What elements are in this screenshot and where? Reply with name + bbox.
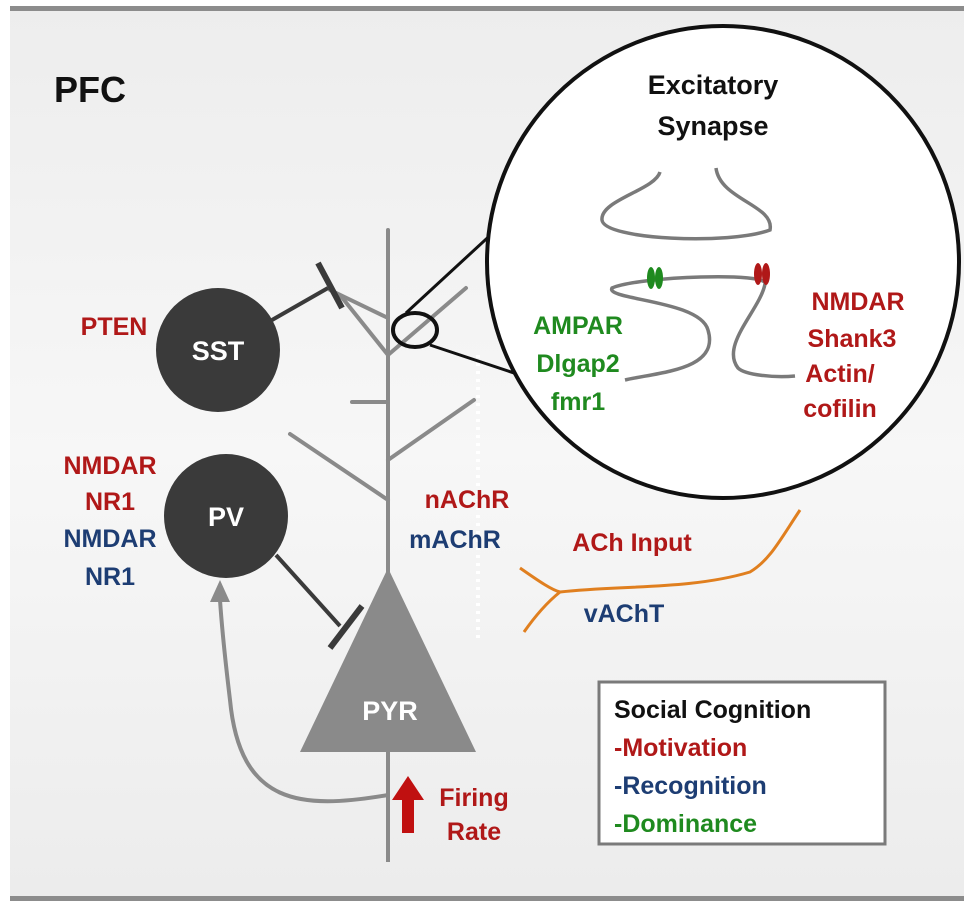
dlgap2-label: Dlgap2 <box>536 350 619 378</box>
legend-title: Social Cognition <box>614 696 811 724</box>
firing-rate-label-1: Firing <box>439 784 508 812</box>
synapse-title-line1: Excitatory <box>648 70 779 100</box>
ach-input-branch <box>522 590 561 633</box>
pv-inhibition-bar <box>327 604 365 650</box>
ampar-label: AMPAR <box>533 312 623 340</box>
legend-item-motivation: -Motivation <box>614 734 747 762</box>
feedback-arrowhead <box>210 580 230 602</box>
ampa-receptor-2 <box>655 267 663 289</box>
actin-label: Actin/ <box>805 360 875 388</box>
vacht-label: vAChT <box>584 600 665 628</box>
sst-cell <box>156 288 280 412</box>
pyr-label: PYR <box>362 696 418 726</box>
sst-axon <box>271 286 329 322</box>
pv-nmdar-blue-label: NMDAR <box>63 525 156 553</box>
legend-item-dominance: -Dominance <box>614 810 757 838</box>
cofilin-label: cofilin <box>803 395 877 423</box>
fmr1-label: fmr1 <box>551 388 605 416</box>
pv-cell <box>164 454 288 578</box>
legend-box <box>597 680 887 846</box>
ach-input-fiber <box>519 509 802 594</box>
shank3-label: Shank3 <box>808 325 897 353</box>
nmda-receptor-1 <box>754 263 762 285</box>
presynaptic-terminal <box>600 167 772 241</box>
synapse-title-line2: Synapse <box>657 111 768 141</box>
pv-nmdar-red-label: NMDAR <box>63 452 156 480</box>
legend-item-recognition: -Recognition <box>614 772 767 800</box>
pyr-cell <box>300 568 476 752</box>
firing-rate-arrow-icon <box>392 776 424 833</box>
machr-label: mAChR <box>409 526 501 554</box>
pten-label: PTEN <box>81 313 148 341</box>
top-border <box>10 6 964 11</box>
region-label: PFC <box>54 69 126 110</box>
feedback-loop <box>218 599 389 804</box>
bottom-border <box>10 896 964 901</box>
nmda-receptor-2 <box>762 263 770 285</box>
synapse-zoom-circle <box>485 24 961 500</box>
pv-nr1-blue-label: NR1 <box>85 563 135 591</box>
pv-label: PV <box>208 502 244 532</box>
ampa-receptor-1 <box>647 267 655 289</box>
pv-axon <box>274 553 342 628</box>
sst-inhibition-bar <box>315 261 345 310</box>
zoom-spot <box>391 311 439 349</box>
ach-input-label: ACh Input <box>572 529 692 557</box>
zoom-line-bottom <box>429 343 521 377</box>
firing-rate-label-2: Rate <box>447 818 501 846</box>
sst-label: SST <box>192 336 245 366</box>
synapse-nmdar-label: NMDAR <box>811 288 904 316</box>
nachr-label: nAChR <box>425 486 510 514</box>
pv-nr1-red-label: NR1 <box>85 488 135 516</box>
